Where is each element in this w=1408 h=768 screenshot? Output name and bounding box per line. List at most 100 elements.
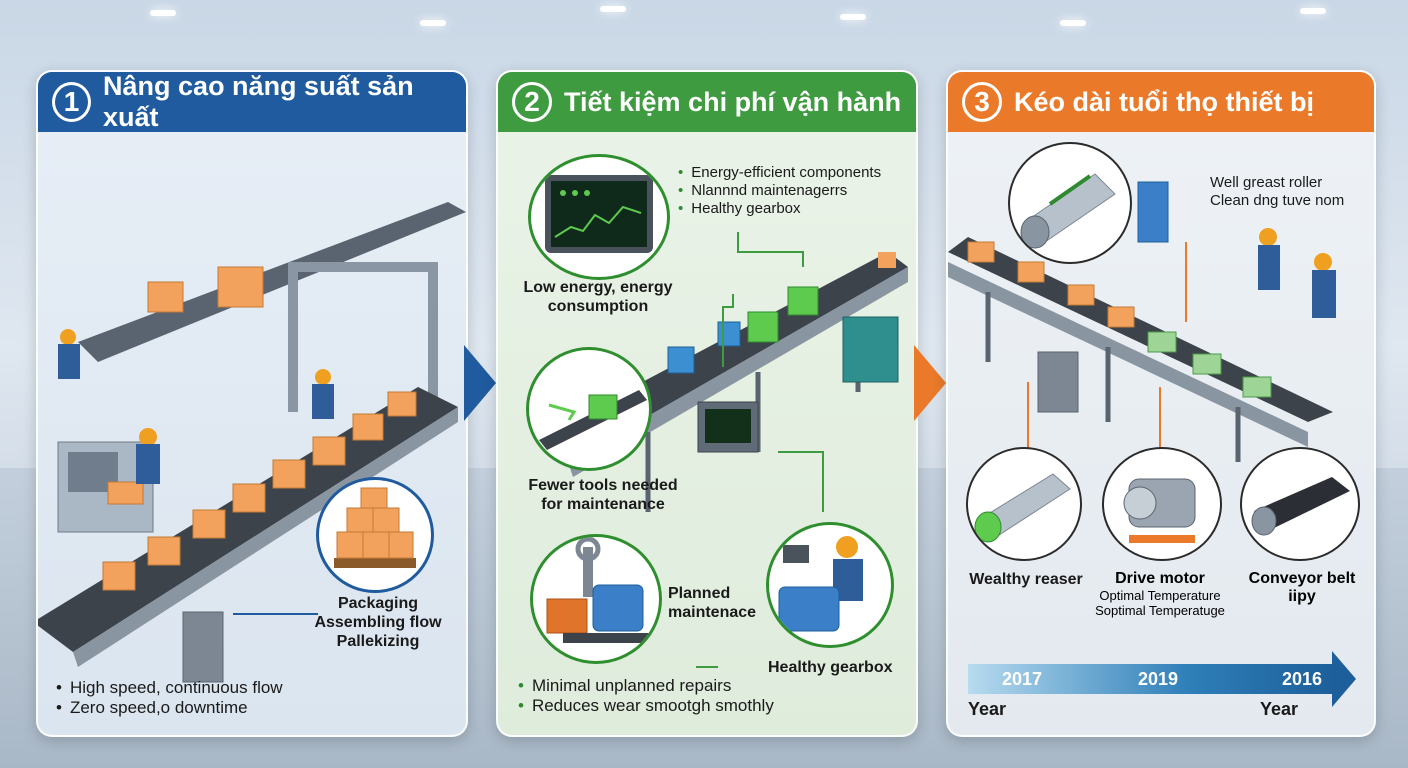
belt-icon	[1251, 477, 1350, 536]
gear-box-item	[717, 321, 741, 347]
box	[352, 413, 384, 441]
monitor-icon	[545, 175, 653, 253]
conveyor-side	[568, 267, 908, 477]
main-conveyor-belt	[38, 387, 458, 652]
panel-header: 3 Kéo dài tuổi thọ thiết bị	[948, 72, 1374, 132]
tools-circle	[526, 347, 652, 471]
ceiling-light	[150, 10, 176, 16]
ceiling-light	[600, 6, 626, 12]
timeline-axis-label: Year	[968, 699, 1007, 719]
conveyor-side	[948, 262, 1308, 447]
panel-header: 2 Tiết kiệm chi phí vận hành	[498, 72, 916, 132]
timeline-arrow-icon	[1332, 651, 1356, 707]
bullet-item: Reduces wear smootgh smothly	[518, 696, 774, 716]
panel-title: Nâng cao năng suất sản xuất	[103, 71, 414, 132]
control-cabinet	[182, 611, 224, 683]
ceiling-light	[1060, 20, 1086, 26]
control-cabinet	[1037, 351, 1079, 413]
component-label: Wealthy reaser	[969, 571, 1083, 588]
panel-equipment-lifespan: 3 Kéo dài tuổi thọ thiết bị	[946, 70, 1376, 737]
timeline-bar	[968, 664, 1334, 694]
callout-line	[737, 232, 804, 267]
bullet-item: Minimal unplanned repairs	[518, 676, 774, 696]
callout-line	[722, 294, 734, 367]
conveyor-side	[73, 407, 458, 667]
box	[272, 459, 306, 489]
belt-component-circle	[1240, 447, 1360, 561]
box	[232, 483, 266, 513]
component-sub: Optimal Temperature	[1099, 588, 1221, 603]
motor-housing	[1137, 181, 1169, 243]
gantry-leg	[288, 262, 298, 412]
step-number: 1	[52, 82, 92, 122]
panel-header: 1 Nâng cao năng suất sản xuất	[38, 72, 466, 132]
roller-component-circle	[966, 447, 1082, 561]
timeline-year: 2017	[1002, 669, 1043, 689]
roller-icon	[974, 473, 1071, 543]
box	[107, 481, 144, 505]
roller-circle	[1008, 142, 1132, 264]
ceiling-light	[420, 20, 446, 26]
callout-line	[778, 451, 824, 512]
roller-note: Clean dng tuve nom	[1210, 192, 1345, 209]
timeline-year: 2016	[1282, 669, 1323, 689]
timeline-axis-label: Year	[1260, 699, 1299, 719]
conveyor-detail-icon	[539, 390, 647, 450]
motor-component-circle	[1102, 447, 1222, 561]
step-number: 2	[512, 82, 552, 122]
worker	[1312, 253, 1336, 318]
gearbox-worker-circle	[766, 522, 894, 648]
worker	[1258, 228, 1280, 290]
ceiling-light	[1300, 8, 1326, 14]
box	[967, 241, 995, 263]
maintenance-circle	[530, 534, 662, 664]
bullet-item: Zero speed,o downtime	[56, 698, 283, 718]
worker	[312, 369, 334, 419]
wrench-icon	[546, 537, 653, 643]
box	[147, 536, 181, 566]
box	[1107, 306, 1135, 328]
fewer-tools-label: Fewer tools needed for maintenance	[528, 477, 678, 513]
pallet-boxes-icon	[334, 487, 416, 568]
box	[1067, 284, 1095, 306]
conveyor-belt	[948, 237, 1333, 422]
box	[312, 436, 346, 466]
panel-title: Tiết kiệm chi phí vận hành	[564, 86, 902, 117]
flow-arrow-icon	[914, 345, 946, 421]
panel-productivity: 1 Nâng cao năng suất sản xuất	[36, 70, 468, 737]
box	[192, 509, 226, 539]
gantry-leg	[428, 262, 438, 402]
worker	[136, 428, 160, 484]
bullet-item: Healthy gearbox	[678, 200, 881, 218]
worker	[58, 329, 80, 379]
box	[102, 561, 136, 591]
worker-gearbox-icon	[778, 536, 863, 632]
box-stack	[217, 266, 264, 308]
box	[1242, 376, 1272, 398]
gantry-frame	[288, 262, 438, 272]
component-label: Drive motor	[1115, 570, 1205, 587]
green-component	[787, 286, 819, 316]
step-number: 3	[962, 82, 1002, 122]
bullet-item: High speed, continuous flow	[56, 678, 283, 698]
low-energy-label: Low energy, energy consumption	[523, 279, 673, 315]
component-sub: Soptimal Temperatuge	[1095, 603, 1225, 618]
assembling-label: Assembling flow	[314, 614, 442, 631]
bullet-item: Nlannnd maintenagerrs	[678, 182, 881, 200]
gear-box-item	[667, 346, 695, 374]
component-sub: iipy	[1288, 588, 1316, 605]
production-line-illustration	[38, 202, 466, 683]
panel-title: Kéo dài tuổi thọ thiết bị	[1014, 86, 1314, 117]
box-stack	[147, 281, 184, 313]
conveyor-illustration	[948, 181, 1336, 472]
planned-maintenance-label: Planned maintenace	[668, 585, 757, 621]
bullet-item: Energy-efficient components	[678, 164, 881, 182]
monitor-screen	[705, 409, 751, 443]
roller-icon	[1020, 173, 1116, 249]
box	[878, 252, 896, 268]
ceiling-light	[840, 14, 866, 20]
box	[1017, 261, 1045, 283]
palletizing-label: Pallekizing	[336, 633, 420, 650]
healthy-gearbox-label: Healthy gearbox	[768, 659, 893, 676]
packaging-label: Packaging	[337, 595, 419, 612]
